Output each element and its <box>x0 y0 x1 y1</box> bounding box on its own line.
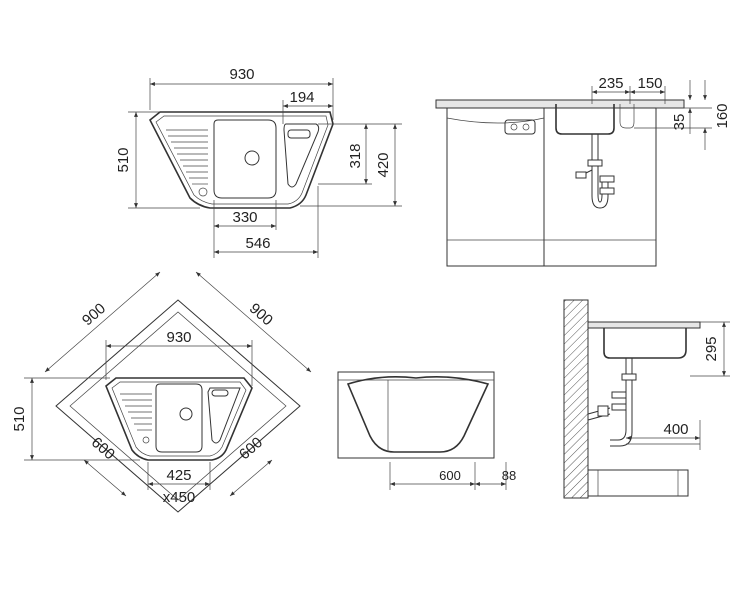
top-view-dim-930: 930 <box>229 66 254 83</box>
side-view-siphon <box>575 134 615 209</box>
corner-view-dim-425: 425 <box>166 467 191 484</box>
install-view-dim-400: 400 <box>663 421 688 438</box>
corner-view-dim-930: 930 <box>166 329 191 346</box>
install-view-worktop <box>587 321 701 329</box>
install-view: 295 400 <box>563 299 730 499</box>
side-view-dim-160: 160 <box>714 103 731 128</box>
side-view-dim-35: 35 <box>671 114 688 131</box>
top-view-small-bowl <box>283 123 320 188</box>
install-view-siphon <box>587 358 637 447</box>
side-view-bowl <box>555 104 615 135</box>
corner-view-dim-600-right: 600 <box>236 434 266 463</box>
top-view: 930 194 510 318 420 330 546 <box>115 66 402 258</box>
side-view-dim-150: 150 <box>637 75 662 92</box>
top-view-overflow <box>287 129 311 139</box>
corner-view-dim-600-left: 600 <box>88 434 118 463</box>
top-view-sink-outline <box>148 111 334 209</box>
corner-view-dim-900-left: 900 <box>79 300 109 329</box>
side-view-worktop <box>435 99 685 109</box>
side-view-left-cabinet <box>446 107 545 267</box>
top-view-dim-510: 510 <box>115 147 132 172</box>
side-view: 235 150 35 160 <box>435 75 731 267</box>
top-view-drain <box>244 150 260 166</box>
front-view-dim-600: 600 <box>439 468 461 483</box>
top-view-dim-546: 546 <box>245 235 270 252</box>
install-view-dim-295: 295 <box>703 336 720 361</box>
top-view-dim-194: 194 <box>289 89 314 106</box>
install-view-bowl <box>603 328 687 359</box>
top-view-dim-330: 330 <box>232 209 257 226</box>
top-view-drainer <box>166 129 208 197</box>
install-view-cabinet <box>587 469 689 497</box>
front-view: 600 88 <box>337 371 516 490</box>
side-view-dim-235: 235 <box>598 75 623 92</box>
corner-view-bowl <box>155 383 203 453</box>
corner-view-small-bowl <box>207 387 241 444</box>
corner-view-drainer <box>120 393 152 444</box>
corner-view: 900 900 930 510 600 600 425 x450 <box>11 271 312 513</box>
corner-view-dim-510: 510 <box>11 406 28 431</box>
corner-view-dim-x450: x450 <box>163 489 196 506</box>
front-view-bowl <box>346 376 490 453</box>
top-view-bowl <box>213 119 277 199</box>
top-view-dim-420: 420 <box>375 152 392 177</box>
front-view-dim-88: 88 <box>502 468 516 483</box>
top-view-dim-318: 318 <box>347 143 364 168</box>
corner-view-sink-outline <box>105 377 253 461</box>
install-view-wall <box>563 299 589 499</box>
side-view-right-cabinet <box>543 107 657 267</box>
front-view-worktop-edge <box>337 371 495 459</box>
corner-view-dim-900-right: 900 <box>246 300 276 329</box>
